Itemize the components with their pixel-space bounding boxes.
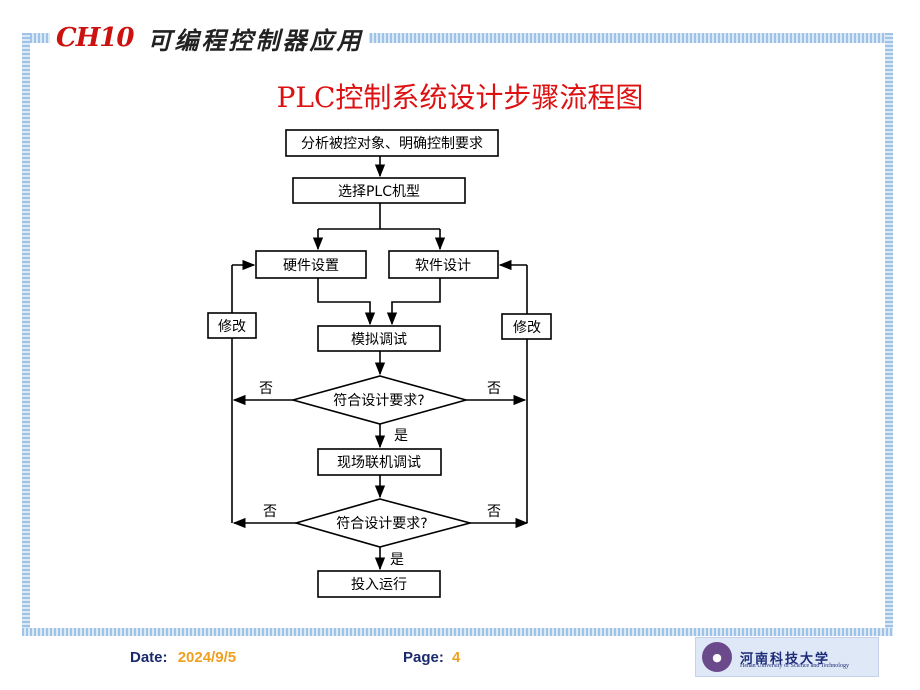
footer-page: Page: 4 (403, 649, 460, 666)
arrow-software-simulate (386, 278, 441, 326)
box-modify-left (207, 312, 257, 339)
label-no-d1-right: 否 (487, 381, 501, 397)
text-hardware: 硬件设置 (283, 258, 339, 274)
label-no-d2-left: 否 (263, 504, 277, 520)
frame-top (118, 33, 893, 43)
label-yes-d2: 是 (390, 552, 404, 568)
text-modify-right: 修改 (513, 320, 541, 336)
box-run (317, 570, 441, 598)
box-simulate (317, 325, 441, 352)
date-value: 2024/9/5 (177, 649, 237, 666)
logo-cn-name: 河南科技大学 (740, 651, 831, 667)
logo-en-name: Henan University of Science and Technolo… (740, 663, 849, 669)
text-run: 投入运行 (351, 577, 407, 593)
text-field: 现场联机调试 (337, 455, 421, 471)
chapter-header: CH10 可编程控制器应用 (50, 18, 370, 58)
frame-left (22, 33, 30, 636)
date-label: Date: (130, 649, 168, 666)
page-label: Page: (403, 649, 444, 666)
chapter-title: 可编程控制器应用 (147, 26, 364, 55)
chapter-code: CH10 (56, 23, 134, 53)
text-decision-1: 符合设计要求? (333, 393, 424, 409)
box-hardware (255, 250, 367, 279)
box-software (388, 250, 499, 279)
frame-top-left (22, 33, 50, 43)
frame-right (885, 33, 893, 636)
frame-bottom (22, 628, 893, 636)
box-select (292, 177, 466, 204)
arrow-hardware-simulate (317, 278, 376, 326)
text-select: 选择PLC机型 (338, 184, 420, 200)
text-analyze: 分析被控对象、明确控制要求 (301, 136, 483, 152)
text-software: 软件设计 (415, 258, 471, 274)
box-analyze (285, 129, 499, 157)
text-modify-left: 修改 (218, 319, 246, 335)
slide-title: PLC控制系统设计步骤流程图 (276, 81, 644, 114)
university-seal-icon: ● (702, 642, 732, 672)
box-field (317, 448, 442, 476)
page-value: 4 (452, 649, 461, 666)
label-yes-d1: 是 (394, 428, 408, 444)
label-no-d1-left: 否 (259, 381, 273, 397)
text-simulate: 模拟调试 (351, 332, 407, 348)
university-logo: ● 河南科技大学 Henan University of Science and… (695, 637, 879, 677)
label-no-d2-right: 否 (487, 504, 501, 520)
footer-date: Date: 2024/9/5 (130, 649, 236, 666)
text-decision-2: 符合设计要求? (336, 516, 427, 532)
